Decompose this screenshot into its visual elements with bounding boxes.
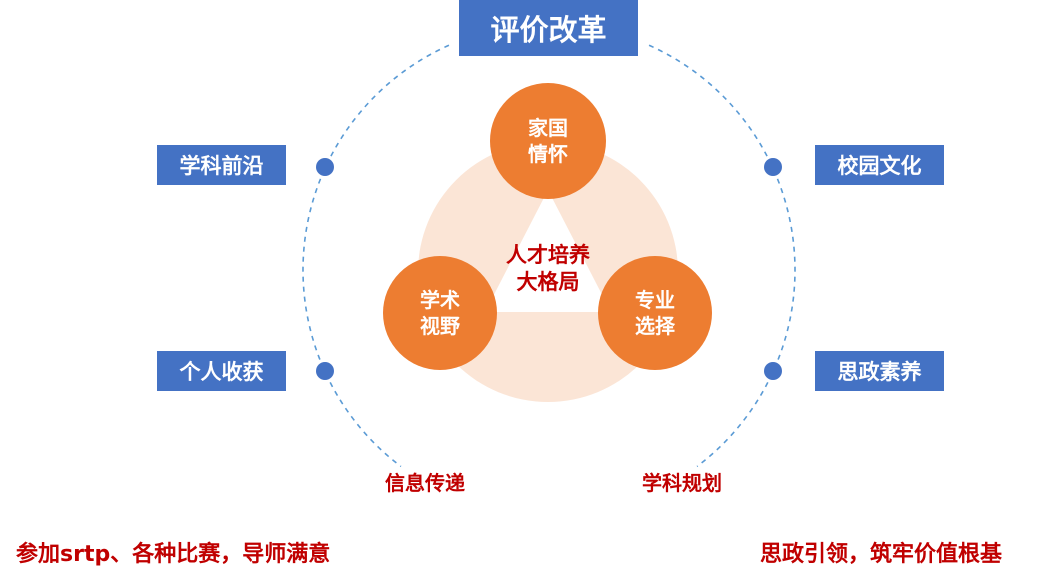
- circle-left: [383, 256, 497, 370]
- label-text: 学科前沿: [179, 154, 264, 178]
- title-box: 评价改革: [459, 0, 638, 56]
- circle-text-line: 情怀: [528, 142, 568, 166]
- arc-dot-bottom-left: [316, 362, 334, 380]
- circle-top-text: 家国 情怀: [498, 115, 598, 167]
- dashed-arc-left: [302, 44, 450, 468]
- center-text-line: 人才培养: [506, 243, 590, 267]
- center-triangle: [485, 190, 611, 312]
- circle-text-line: 家国: [528, 116, 568, 140]
- circle-top: [490, 83, 606, 199]
- label-box-bottom-right: 思政素养: [815, 351, 944, 391]
- circle-text-line: 视野: [420, 314, 460, 338]
- arc-label-left: 信息传递: [385, 471, 465, 495]
- circle-text-line: 选择: [635, 314, 675, 338]
- circle-left-text: 学术 视野: [390, 287, 490, 339]
- circle-text-line: 学术: [420, 288, 460, 312]
- label-text: 思政素养: [837, 360, 922, 384]
- center-text-line: 大格局: [516, 270, 580, 294]
- circle-right: [598, 256, 712, 370]
- label-text: 个人收获: [179, 360, 264, 384]
- label-box-bottom-left: 个人收获: [157, 351, 286, 391]
- label-box-top-right: 校园文化: [815, 145, 944, 185]
- center-text: 人才培养 大格局: [488, 242, 608, 296]
- title-text: 评价改革: [490, 13, 607, 47]
- label-box-top-left: 学科前沿: [157, 145, 286, 185]
- label-text: 校园文化: [837, 154, 922, 178]
- dashed-arc-right: [648, 44, 796, 468]
- arc-label-right: 学科规划: [642, 471, 722, 495]
- arc-dot-bottom-right: [764, 362, 782, 380]
- arc-dot-top-left: [316, 158, 334, 176]
- arc-dot-top-right: [764, 158, 782, 176]
- footer-right: 思政引领，筑牢价值根基: [760, 542, 1003, 567]
- circle-text-line: 专业: [635, 288, 675, 312]
- footer-left: 参加srtp、各种比赛，导师满意: [16, 542, 331, 567]
- circle-right-text: 专业 选择: [605, 287, 705, 339]
